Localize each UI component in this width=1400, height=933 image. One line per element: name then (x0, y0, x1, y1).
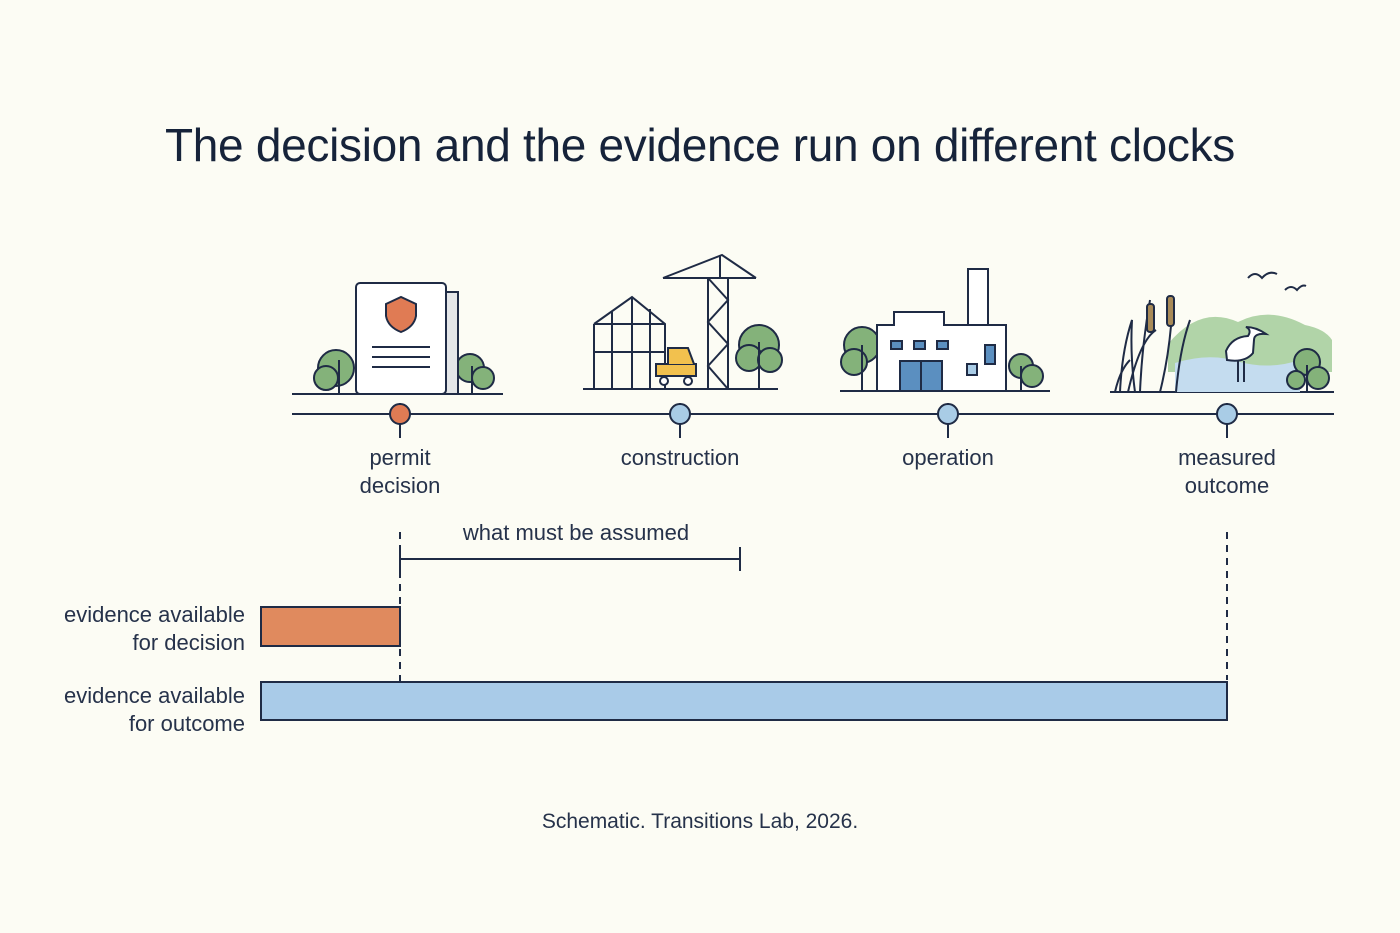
stage-marker-operation (937, 403, 959, 425)
construction-crane-icon (593, 253, 783, 390)
stage-marker-construction (669, 403, 691, 425)
stage-label-construction: construction (620, 445, 740, 470)
assumption-span-bracket (399, 547, 741, 571)
row-label-decision-evidence: evidence available for decision (63, 602, 245, 655)
evidence-decision-bar (260, 606, 401, 647)
assumption-span-label: what must be assumed (462, 520, 690, 545)
stage-marker-permit (389, 403, 411, 425)
stage-marker-outcome (1216, 403, 1238, 425)
row-label-outcome-evidence: evidence available for outcome (63, 683, 245, 736)
stage-label-outcome: measured outcome (1178, 445, 1276, 498)
evidence-outcome-bar (260, 681, 1228, 721)
stage-label-operation: operation (902, 445, 994, 470)
stage-label-permit: permit decision (359, 445, 441, 498)
diagram-title: The decision and the evidence run on dif… (164, 119, 1236, 171)
factory-icon (840, 268, 1044, 392)
footnote: Schematic. Transitions Lab, 2026. (541, 810, 859, 833)
wetland-heron-icon (1114, 271, 1332, 393)
permit-document-icon (313, 282, 495, 395)
